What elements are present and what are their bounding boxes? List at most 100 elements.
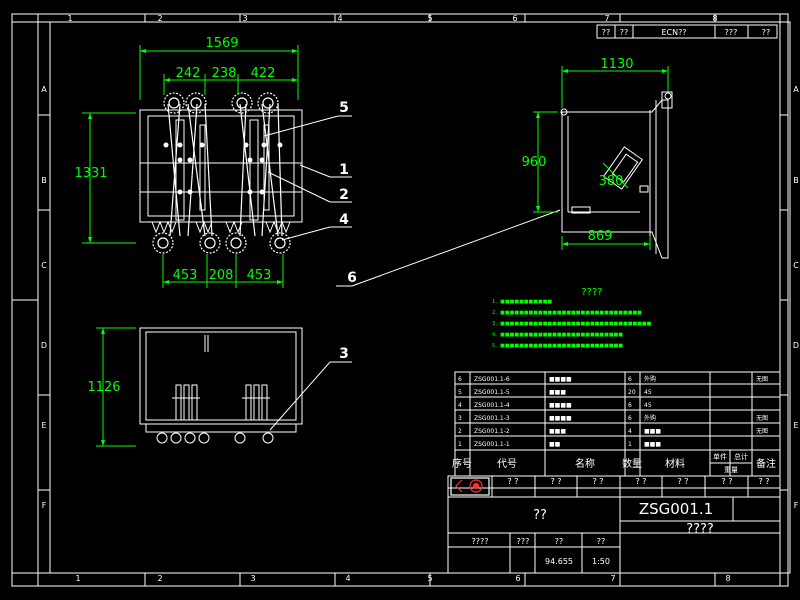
tb-label-2: ???: [517, 537, 530, 546]
zone-right-f: F: [794, 501, 799, 510]
bom-row-name: ■■■■: [549, 415, 572, 422]
zone-left-a: A: [41, 85, 47, 94]
bom-header-total: 总计: [734, 452, 748, 461]
dim-pitch-1: 242: [176, 66, 201, 81]
bom-row-material: 外购: [644, 414, 656, 422]
dim-bottom-view-height: 1126: [87, 380, 120, 395]
zone-left-f: F: [42, 501, 47, 510]
bom-header-name: 名称: [575, 457, 595, 470]
sign-cell: ? ?: [721, 477, 732, 486]
bom-header-no: 序号: [452, 457, 472, 470]
dim-pitch-3: 422: [251, 66, 276, 81]
zone-bottom-8: 8: [725, 574, 730, 583]
bom-row-code: ZSG001.1-1: [474, 441, 510, 448]
tb-scale: 1:50: [592, 557, 610, 566]
sign-cell: ? ?: [758, 477, 769, 486]
balloon-3: 3: [339, 346, 349, 362]
revision-col4: ???: [725, 28, 738, 37]
revision-ecn: ECN??: [661, 28, 686, 37]
balloon-6: 6: [347, 270, 357, 286]
tb-label-4: ??: [597, 537, 606, 546]
bom-row-qty: 20: [628, 389, 636, 396]
drawing-frame: [11, 13, 791, 587]
tb-label-1: ????: [472, 537, 489, 546]
dim-bottom-2: 208: [209, 268, 234, 283]
zone-bottom-3: 3: [250, 574, 255, 583]
bom-header-code: 代号: [497, 458, 517, 470]
balloon-4: 4: [339, 212, 349, 228]
bom-row-qty: 6: [628, 402, 632, 409]
bom-row-code: ZSG001.1-3: [474, 415, 510, 422]
bom-row-code: ZSG001.1-4: [474, 402, 510, 409]
note-line-2: 2、■■■■■■■■■■■■■■■■■■■■■■■■■■■■■■: [492, 310, 642, 316]
balloon-2: 2: [339, 187, 349, 203]
bom-row-name: ■■: [549, 441, 561, 448]
bom-row-code: ZSG001.1-2: [474, 428, 510, 435]
dim-side-angle: 380: [599, 174, 624, 189]
bom-row-material: ■■■: [644, 428, 661, 435]
technical-notes: ???? 1、■■■■■■■■■■■ 2、■■■■■■■■■■■■■■■■■■■…: [492, 287, 652, 349]
dim-pitch-2: 238: [212, 66, 237, 81]
note-line-3: 3、■■■■■■■■■■■■■■■■■■■■■■■■■■■■■■■■: [492, 321, 652, 327]
bom-row-qty: 6: [628, 415, 632, 422]
zone-left-e: E: [41, 421, 46, 430]
revision-block: ?? ?? ECN?? ??? ??: [596, 24, 778, 39]
note-line-5: 5、■■■■■■■■■■■■■■■■■■■■■■■■■■: [492, 343, 623, 349]
zone-right-d: D: [793, 341, 799, 350]
bom-row-no: 6: [458, 376, 462, 383]
company-name: ??: [533, 508, 547, 523]
bom-row-note: 无图: [756, 415, 768, 422]
company-logo: [450, 477, 490, 496]
title-block: ? ? ? ? ? ? ? ? ? ? ? ? ? ? ZSG001.1 ???…: [447, 475, 781, 574]
revision-col2: ??: [620, 28, 629, 37]
zone-labels: 1 2 3 4 5 6 7 8 1 2 3 4 5 6 7 8 A B C D …: [41, 14, 799, 583]
bom-row-qty: 1: [628, 441, 632, 448]
drawing-name: ????: [686, 522, 714, 537]
sign-cell: ? ?: [635, 477, 646, 486]
balloon-5: 5: [339, 100, 349, 116]
bom-row-qty: 4: [628, 428, 632, 435]
side-view: 1130 960 380 869: [522, 57, 673, 259]
zone-bottom-6: 6: [515, 574, 520, 583]
zone-bottom-2: 2: [157, 574, 162, 583]
bom-row-no: 3: [458, 415, 462, 422]
balloon-1: 1: [339, 162, 349, 178]
bom-header-note: 备注: [756, 457, 776, 470]
bom-row-qty: 6: [628, 376, 632, 383]
zone-top-4: 4: [337, 14, 342, 23]
bom-row-name: ■■■: [549, 428, 566, 435]
bom-header-qty: 数量: [622, 457, 642, 470]
note-line-4: 4、■■■■■■■■■■■■■■■■■■■■■■■■■■: [492, 332, 623, 338]
tb-label-3: ??: [555, 537, 564, 546]
zone-ticks: [38, 14, 788, 586]
dim-side-height: 960: [522, 155, 547, 170]
bom-row-material: 45: [644, 389, 652, 396]
dim-bottom-1: 453: [173, 268, 198, 283]
zone-right-a: A: [793, 85, 799, 94]
dim-height: 1331: [74, 166, 107, 181]
zone-bottom-5: 5: [427, 574, 432, 583]
zone-bottom-7: 7: [610, 574, 615, 583]
tb-weight: 94.655: [545, 557, 573, 566]
zone-top-8: 8: [712, 14, 717, 23]
sign-cell: ? ?: [507, 477, 518, 486]
zone-left-d: D: [41, 341, 47, 350]
bom-table: 6 ZSG001.1-6 ■■■■ 6 外购 无图 5 ZSG001.1-5 ■…: [452, 371, 781, 477]
dim-overall-width: 1569: [205, 36, 238, 51]
leader-lines: [263, 115, 561, 431]
drawing-number: ZSG001.1: [639, 500, 713, 518]
bom-row-no: 1: [458, 441, 462, 448]
bom-row-name: ■■■■: [549, 402, 572, 409]
zone-top-2: 2: [157, 14, 162, 23]
revision-col1: ??: [602, 28, 611, 37]
bom-row-material: 外购: [644, 375, 656, 383]
bom-header-material: 材料: [665, 457, 685, 470]
sign-cell: ? ?: [592, 477, 603, 486]
revision-col5: ??: [762, 28, 771, 37]
front-view: 1569 242 238 422 1331 453 208 453: [74, 36, 303, 288]
sign-cell: ? ?: [550, 477, 561, 486]
notes-title: ????: [581, 287, 602, 298]
bom-row-material: 45: [644, 402, 652, 409]
zone-top-6: 6: [512, 14, 517, 23]
